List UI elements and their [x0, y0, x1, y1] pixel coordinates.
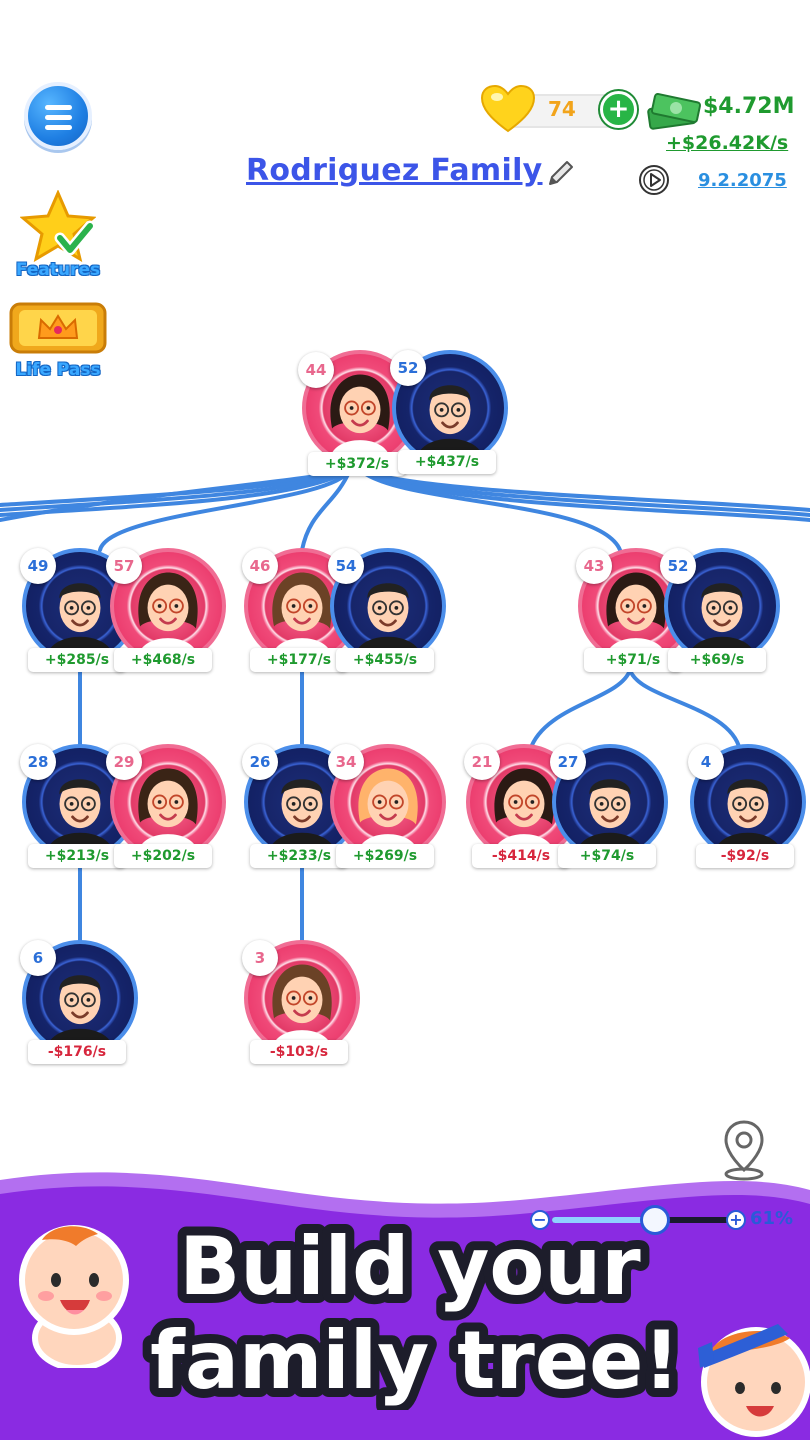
person-age-badge: 43	[576, 548, 612, 584]
zoom-out-button[interactable]: −	[530, 1210, 550, 1230]
hamburger-icon-line	[45, 105, 72, 110]
heart-icon	[480, 84, 536, 133]
person-portrait[interactable]	[578, 548, 694, 664]
person-income-rate: +$202/s	[114, 844, 212, 868]
person-income-rate: +$177/s	[250, 648, 348, 672]
features-button[interactable]: Features	[8, 190, 108, 280]
woman-avatar-icon	[138, 572, 198, 657]
person-age-badge: 27	[550, 744, 586, 780]
zoom-slider-handle[interactable]	[640, 1205, 671, 1235]
location-pin-icon[interactable]	[718, 1118, 770, 1182]
promo-banner-background	[0, 1172, 810, 1440]
person-income-rate: +$233/s	[250, 844, 348, 868]
person-age-badge: 4	[688, 744, 724, 780]
person-income-rate: +$285/s	[28, 648, 126, 672]
person-income-rate: -$176/s	[28, 1040, 126, 1064]
hamburger-icon-line	[45, 115, 72, 120]
person-portrait[interactable]	[244, 940, 360, 1056]
person-age-badge: 26	[242, 744, 278, 780]
banner-line-2: family tree!	[150, 1314, 680, 1407]
zoom-percent: 61%	[750, 1208, 794, 1229]
person-age-badge: 52	[390, 350, 426, 386]
person-age-badge: 21	[464, 744, 500, 780]
banner-line-1-fill: Build your	[179, 1220, 641, 1313]
person-income-rate: +$74/s	[558, 844, 656, 868]
person-income-rate: -$414/s	[472, 844, 570, 868]
person-age-badge: 29	[106, 744, 142, 780]
person-income-rate: -$92/s	[696, 844, 794, 868]
person-age-badge: 49	[20, 548, 56, 584]
person-age-badge: 34	[328, 744, 364, 780]
zoom-control: − + 61%	[530, 1205, 795, 1235]
person-income-rate: -$103/s	[250, 1040, 348, 1064]
life-pass-button[interactable]: Life Pass	[8, 300, 108, 380]
menu-button[interactable]	[24, 82, 92, 150]
banner-line-1: Build your	[179, 1220, 641, 1313]
person-income-rate: +$71/s	[584, 648, 682, 672]
star-check-icon	[20, 190, 96, 262]
banner-line-2-fill: family tree!	[150, 1314, 680, 1407]
crown-ticket-icon	[9, 302, 107, 354]
man-avatar-icon	[46, 583, 114, 657]
cash-stack-icon	[647, 92, 702, 130]
income-rate[interactable]: +$26.42K/s	[666, 132, 789, 154]
person-age-badge: 6	[20, 940, 56, 976]
baby-illustration-left	[19, 1225, 129, 1368]
zoom-slider-fill	[552, 1217, 656, 1223]
hearts-count: 74	[548, 97, 576, 121]
person-age-badge: 44	[298, 352, 334, 388]
life-pass-label: Life Pass	[15, 360, 101, 380]
person-income-rate: +$213/s	[28, 844, 126, 868]
edit-pencil-icon[interactable]	[544, 158, 576, 190]
add-hearts-button[interactable]: +	[600, 91, 637, 128]
person-income-rate: +$372/s	[308, 452, 406, 476]
person-age-badge: 57	[106, 548, 142, 584]
hamburger-icon-line	[45, 125, 72, 130]
person-income-rate: +$455/s	[336, 648, 434, 672]
promo-banner-text: Build your Build your family tree! famil…	[141, 1211, 689, 1410]
features-label: Features	[15, 260, 101, 280]
person-age-badge: 54	[328, 548, 364, 584]
person-age-badge: 52	[660, 548, 696, 584]
person-income-rate: +$269/s	[336, 844, 434, 868]
play-time-icon[interactable]	[638, 164, 670, 196]
person-age-badge: 46	[242, 548, 278, 584]
person-income-rate: +$468/s	[114, 648, 212, 672]
family-name-title[interactable]: Rodriguez Family	[246, 153, 543, 188]
woman-avatar-icon	[272, 964, 332, 1049]
man-avatar-icon	[268, 779, 336, 853]
money-balance: $4.72M	[703, 94, 795, 119]
person-portrait[interactable]	[330, 744, 446, 860]
game-date: 9.2.2075	[698, 170, 787, 191]
person-income-rate: +$69/s	[668, 648, 766, 672]
baby-illustration-right	[698, 1324, 810, 1437]
zoom-in-button[interactable]: +	[726, 1210, 746, 1230]
person-age-badge: 3	[242, 940, 278, 976]
person-income-rate: +$437/s	[398, 450, 496, 474]
person-age-badge: 28	[20, 744, 56, 780]
